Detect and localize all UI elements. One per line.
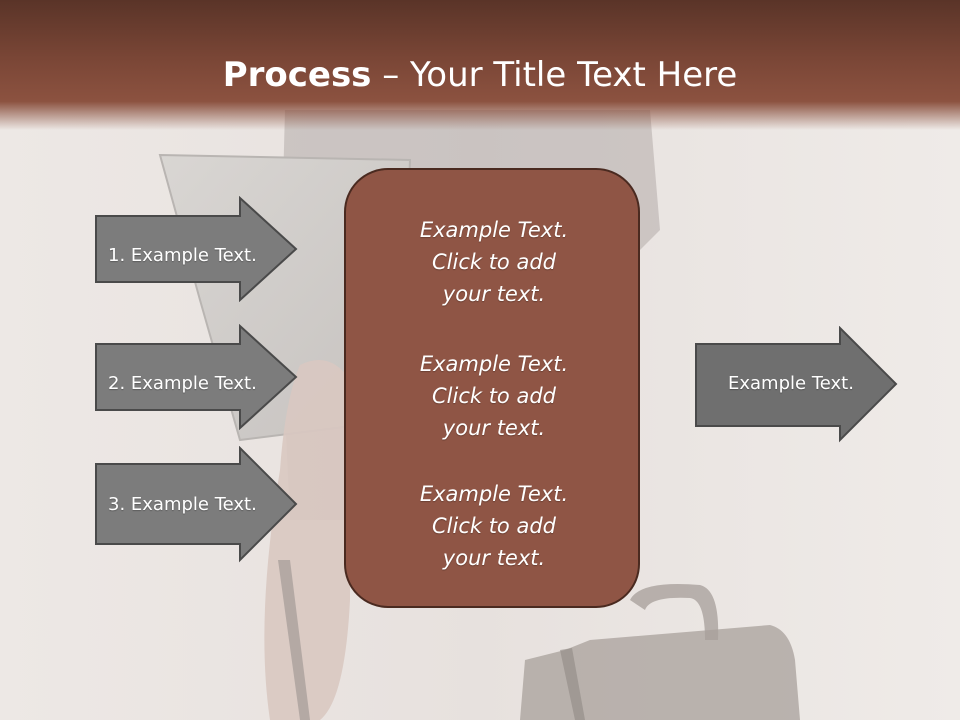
center-block-2-line3: your text. xyxy=(442,416,546,440)
title-rest-text: – Your Title Text Here xyxy=(371,55,738,95)
legs xyxy=(264,360,350,720)
bag xyxy=(520,625,800,720)
right-arrow[interactable] xyxy=(694,326,900,444)
title-bold-text: Process xyxy=(222,55,372,95)
center-block-1: Example Text. Click to add your text. xyxy=(346,214,642,310)
center-block-1-line3: your text. xyxy=(442,282,546,306)
center-block-2: Example Text. Click to add your text. xyxy=(346,348,642,444)
left-arrow-1[interactable] xyxy=(94,196,300,302)
left-arrow-1-label: 1. Example Text. xyxy=(108,245,257,266)
left-arrow-3-label: 3. Example Text. xyxy=(108,494,257,515)
right-arrow-label: Example Text. xyxy=(728,373,854,394)
slide-title[interactable]: Process – Your Title Text Here xyxy=(0,52,960,98)
center-block-3: Example Text. Click to add your text. xyxy=(346,478,642,574)
left-arrow-2-label: 2. Example Text. xyxy=(108,373,257,394)
bag-handle xyxy=(630,584,719,640)
center-block-3-line1: Example Text. xyxy=(419,482,569,506)
center-block-2-line2: Click to add xyxy=(431,384,556,408)
center-block-1-line1: Example Text. xyxy=(419,218,569,242)
left-arrow-2[interactable] xyxy=(94,324,300,430)
title-band xyxy=(0,0,960,130)
center-block-1-line2: Click to add xyxy=(431,250,556,274)
bag-strap xyxy=(560,648,585,720)
center-block-3-line2: Click to add xyxy=(431,514,556,538)
left-arrow-3[interactable] xyxy=(94,446,300,566)
center-text-box[interactable]: Example Text. Click to add your text. Ex… xyxy=(344,168,640,608)
chair-leg xyxy=(278,560,310,720)
center-block-2-line1: Example Text. xyxy=(419,352,569,376)
center-block-3-line3: your text. xyxy=(442,546,546,570)
